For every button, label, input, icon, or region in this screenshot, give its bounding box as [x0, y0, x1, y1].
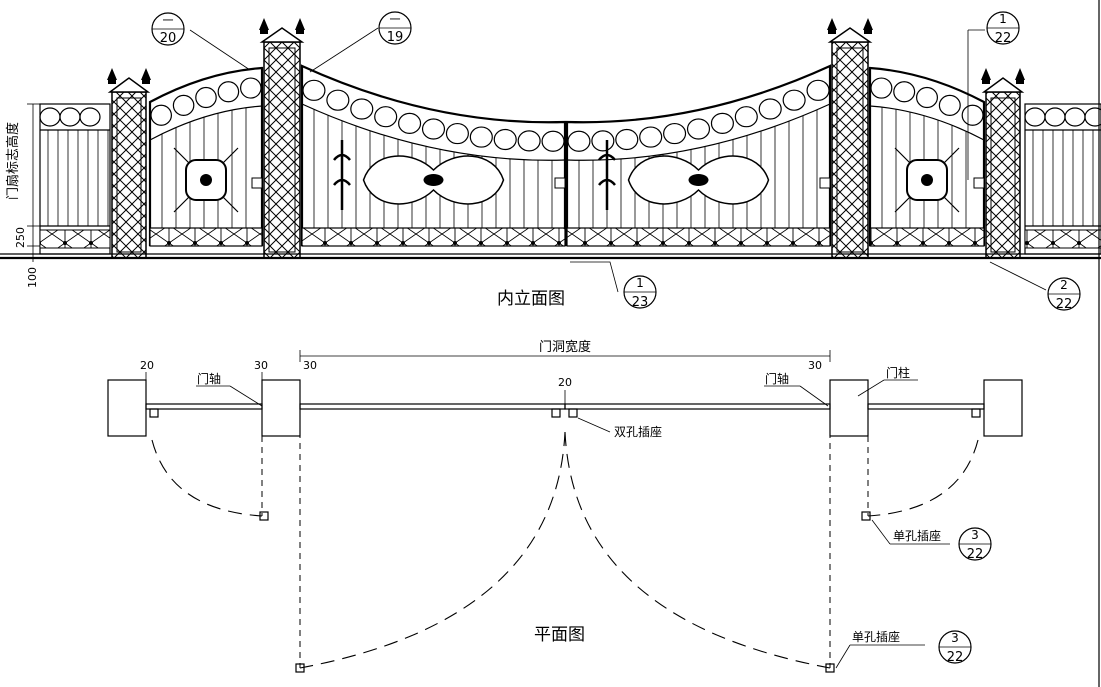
hinge-label-right: 门轴 — [765, 371, 789, 386]
height-dimension: 门扇标志高度 250 100 — [5, 103, 40, 288]
svg-text:1: 1 — [636, 276, 644, 290]
svg-text:22: 22 — [967, 547, 984, 562]
gate-height-label: 门扇标志高度 — [5, 122, 21, 200]
callout-3-22-upper: 3 22 — [958, 527, 992, 562]
plan-title: 平面图 — [534, 625, 585, 645]
callout-2-22: 2 22 — [1047, 277, 1081, 312]
swing-arcs — [151, 410, 979, 669]
svg-text:20: 20 — [558, 376, 572, 389]
elevation-callout-leaders — [189, 27, 1047, 293]
left-fence — [39, 103, 111, 255]
svg-text:一: 一 — [390, 13, 401, 26]
right-fence — [1024, 103, 1101, 255]
svg-text:22: 22 — [1056, 297, 1073, 312]
svg-text:20: 20 — [140, 359, 154, 372]
svg-text:3: 3 — [951, 631, 959, 645]
post-label: 门柱 — [886, 365, 910, 380]
plan-post-right — [829, 379, 869, 437]
elevation-view: 门扇标志高度 250 100 — [0, 11, 1101, 312]
callout-1-23: 1 23 — [623, 275, 657, 310]
gate-leaves — [148, 64, 986, 247]
dim-100: 100 — [26, 267, 39, 288]
double-socket-label: 双孔插座 — [614, 424, 662, 439]
svg-text:1: 1 — [999, 12, 1007, 26]
plan-post-left — [261, 379, 301, 437]
callout-3-22-lower: 3 22 — [938, 630, 972, 665]
svg-text:22: 22 — [995, 31, 1012, 46]
plan-post-far-left — [107, 379, 147, 437]
plan-post-far-right — [983, 379, 1023, 437]
socket-right-small — [861, 511, 871, 521]
svg-text:2: 2 — [1060, 278, 1068, 292]
socket-left-small — [259, 511, 269, 521]
callout-19: 一 19 — [378, 11, 412, 45]
socket-right-main — [825, 663, 835, 673]
plan-view: 门洞宽度 30 30 20 30 20 门轴 门轴 — [107, 339, 1023, 673]
svg-text:30: 30 — [303, 359, 317, 372]
callout-1-22: 1 22 — [986, 11, 1020, 46]
single-socket-label-upper: 单孔插座 — [893, 528, 941, 543]
svg-text:30: 30 — [808, 359, 822, 372]
svg-text:23: 23 — [632, 295, 649, 310]
svg-text:19: 19 — [387, 30, 404, 45]
plan-leaves — [145, 403, 985, 418]
dim-250: 250 — [14, 227, 27, 248]
svg-text:30: 30 — [254, 359, 268, 372]
svg-text:门洞宽度: 门洞宽度 — [539, 339, 591, 355]
opening-width-dimension: 门洞宽度 30 30 — [299, 339, 831, 372]
svg-text:一: 一 — [163, 14, 174, 27]
gate-posts — [107, 18, 1025, 259]
callout-20: 一 20 — [151, 12, 185, 46]
single-socket-label-lower: 单孔插座 — [852, 629, 900, 644]
hinge-label-left: 门轴 — [197, 371, 221, 386]
elevation-title: 内立面图 — [497, 289, 565, 309]
svg-text:20: 20 — [160, 31, 177, 46]
svg-text:22: 22 — [947, 650, 964, 665]
socket-left-main — [295, 663, 305, 673]
svg-text:3: 3 — [971, 528, 979, 542]
